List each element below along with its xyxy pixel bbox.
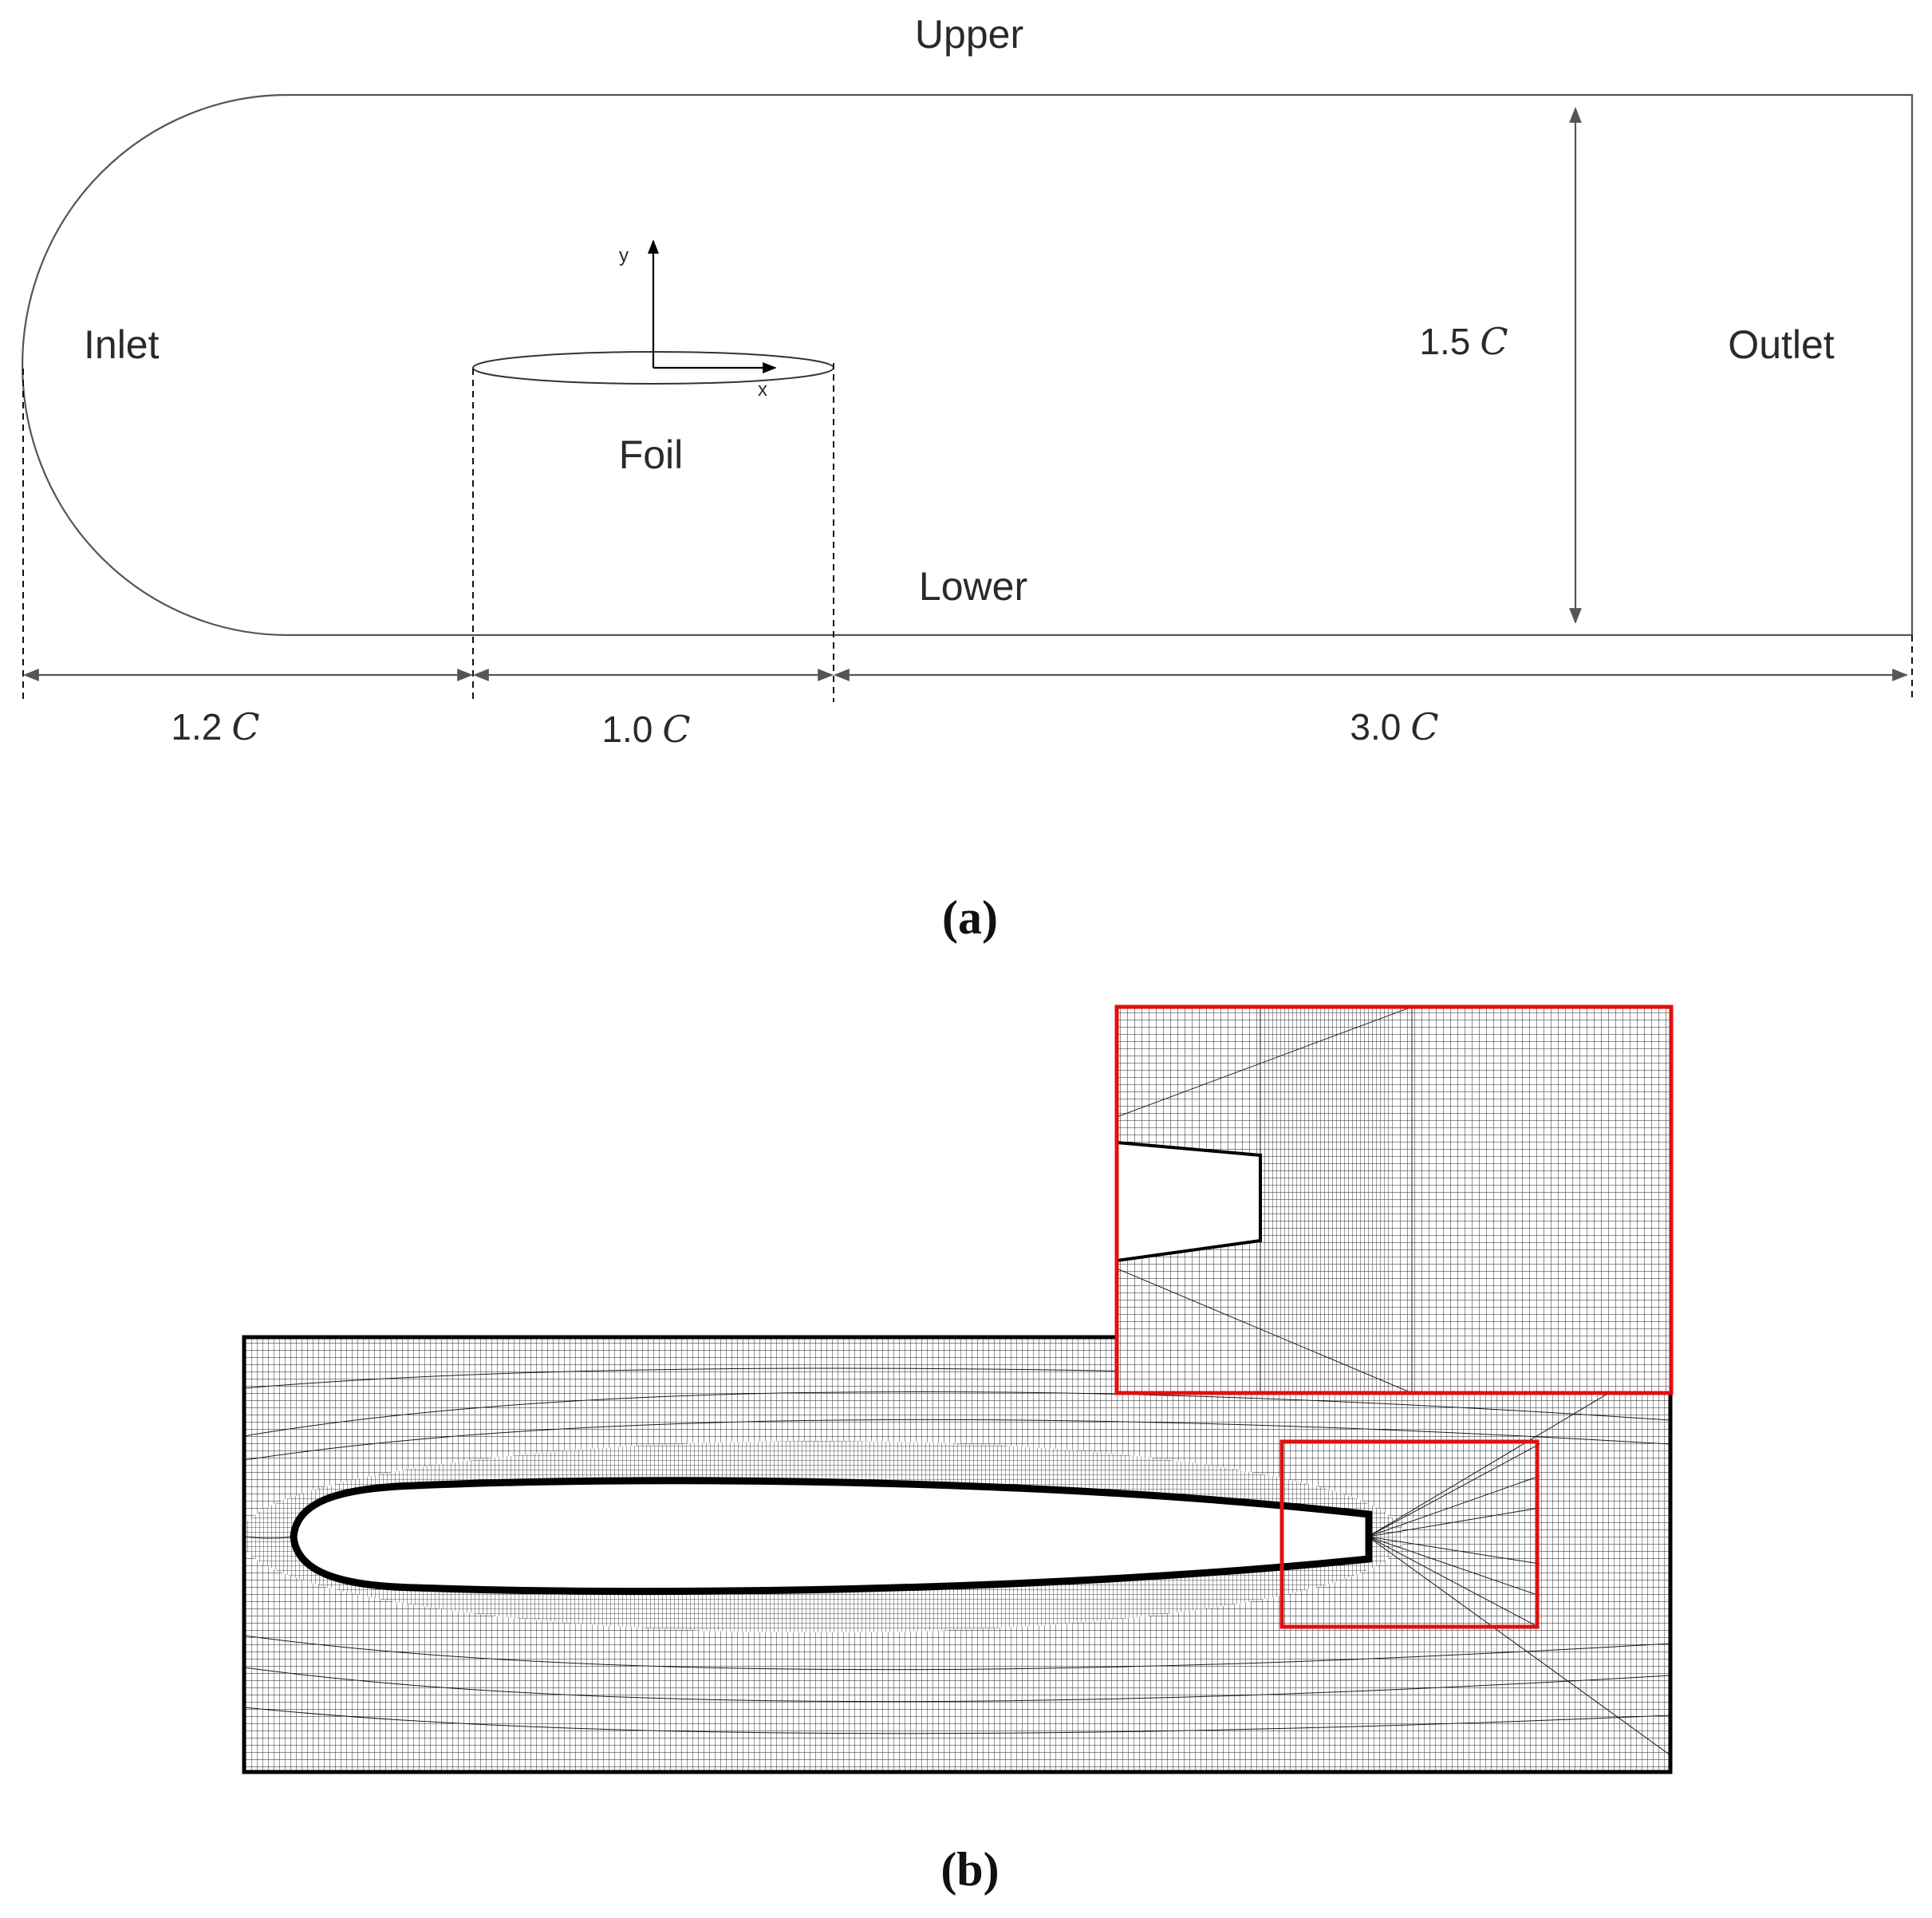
foil-trailing-edge: [1117, 1140, 1262, 1263]
curved-grid-lines: [244, 1367, 1670, 1734]
mesh-frame: [242, 1335, 1673, 1774]
domain-boundary: [21, 93, 1914, 637]
y-axis-label: y: [619, 245, 629, 266]
foil-body: [290, 1477, 1373, 1596]
zoom-inset-frame: [1114, 1004, 1674, 1395]
panel-b-caption: (b): [940, 1843, 999, 1896]
outlet-label: Outlet: [1728, 322, 1835, 367]
x-axis-label: x: [758, 379, 767, 401]
zoom-inset: [1114, 1004, 1674, 1395]
upper-label: Upper: [915, 12, 1023, 57]
lower-label: Lower: [919, 564, 1027, 609]
zoom-region-box: [1279, 1439, 1540, 1629]
inlet-label: Inlet: [84, 322, 160, 367]
foil-label: Foil: [619, 432, 684, 477]
panel-a-caption: (a): [942, 891, 998, 944]
wake-fan-lines: [1367, 1356, 1670, 1756]
mesh-view: (b): [242, 1004, 1674, 1896]
